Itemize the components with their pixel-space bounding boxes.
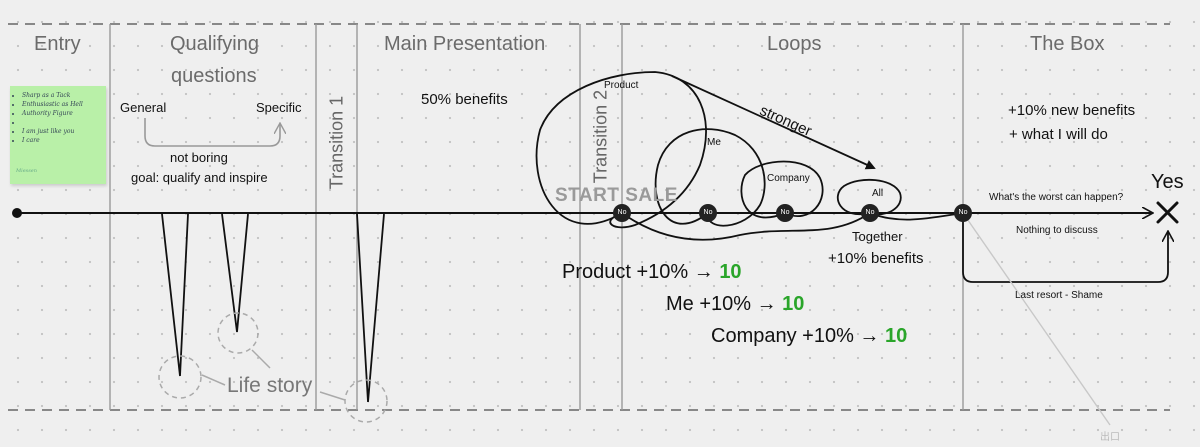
equation-product: Product +10% → 10 [562,261,742,284]
equation-text: Product +10% → [562,261,720,283]
loop-product [535,71,707,229]
sticky-note-list: Sharp as a Tack Enthusiastic as Hell Aut… [14,91,102,145]
worst-case-label: What's the worst can happen? [989,192,1124,203]
column-title-main-presentation: Main Presentation [384,33,546,55]
loop-company [740,160,824,219]
yes-cross-icon [1156,201,1179,224]
transition-1-label: Transition 1 [326,95,347,190]
life-story-circles [158,312,388,423]
equation-value: 10 [782,293,805,315]
sticky-note[interactable]: Sharp as a Tack Enthusiastic as Hell Aut… [10,86,106,184]
not-boring-label: not boring [170,150,228,165]
loop-tail [621,212,871,241]
sticky-item: Sharp as a Tack [22,91,102,100]
exit-diagonal [962,212,1111,426]
transition-spike [356,213,385,403]
equation-text: Me +10% → [666,293,783,315]
box-what-i-will-do: + what I will do [1009,126,1108,143]
general-specific-arrow [144,118,280,147]
equation-company: Company +10% → 10 [711,325,907,348]
goal-label: goal: qualify and inspire [131,170,268,185]
column-title-loops: Loops [767,33,822,55]
sticky-item: Authority Figure [22,109,102,118]
equation-value: 10 [719,261,742,283]
loop-label-product: Product [604,80,639,91]
loop-all [836,178,902,216]
equation-text: Company +10% → [711,325,885,347]
sticky-item [22,118,102,127]
no-node-box[interactable]: No [954,204,972,222]
sticky-item: Enthusiastic as Hell [22,100,102,109]
loop-label-all: All [872,188,884,199]
qualifying-spike-1 [161,213,189,377]
loop-curves [535,71,964,241]
yes-label: Yes [1151,171,1184,193]
life-story-pointers [201,349,346,401]
together-label: Together [852,229,903,244]
no-node-product[interactable]: No [613,204,631,222]
start-sale-label: START SALE [555,185,678,206]
fifty-percent-benefits: 50% benefits [421,91,508,108]
sticky-note-author: Miessen [16,168,37,174]
sticky-item: I am just like you [22,127,102,136]
together-benefits-label: +10% benefits [828,250,924,267]
no-node-me[interactable]: No [699,204,717,222]
general-label: General [120,100,167,115]
column-title-entry: Entry [34,33,81,55]
loop-me [654,128,766,227]
life-story-label: Life story [227,374,313,397]
no-node-all[interactable]: No [861,204,879,222]
specific-label: Specific [256,100,302,115]
transition-2-label: Transition 2 [590,89,611,184]
column-title-qualifying-2: questions [171,65,257,87]
last-resort-label: Last resort - Shame [1015,290,1103,301]
sticky-item: I care [22,136,102,145]
nothing-to-discuss-label: Nothing to discuss [1016,225,1098,236]
box-new-benefits: +10% new benefits [1008,102,1136,119]
equation-value: 10 [884,325,908,347]
no-node-company[interactable]: No [776,204,794,222]
column-title-qualifying-1: Qualifying [170,33,259,55]
column-title-the-box: The Box [1030,33,1105,55]
corner-mark: 出口 [1100,432,1120,443]
loop-label-company: Company [767,173,810,184]
last-resort-path [962,213,1168,283]
equation-me: Me +10% → 10 [666,293,804,316]
qualifying-spike-2 [221,213,249,333]
loop-label-me: Me [707,137,721,148]
stronger-arrow [671,75,876,170]
loop-return [869,212,964,221]
